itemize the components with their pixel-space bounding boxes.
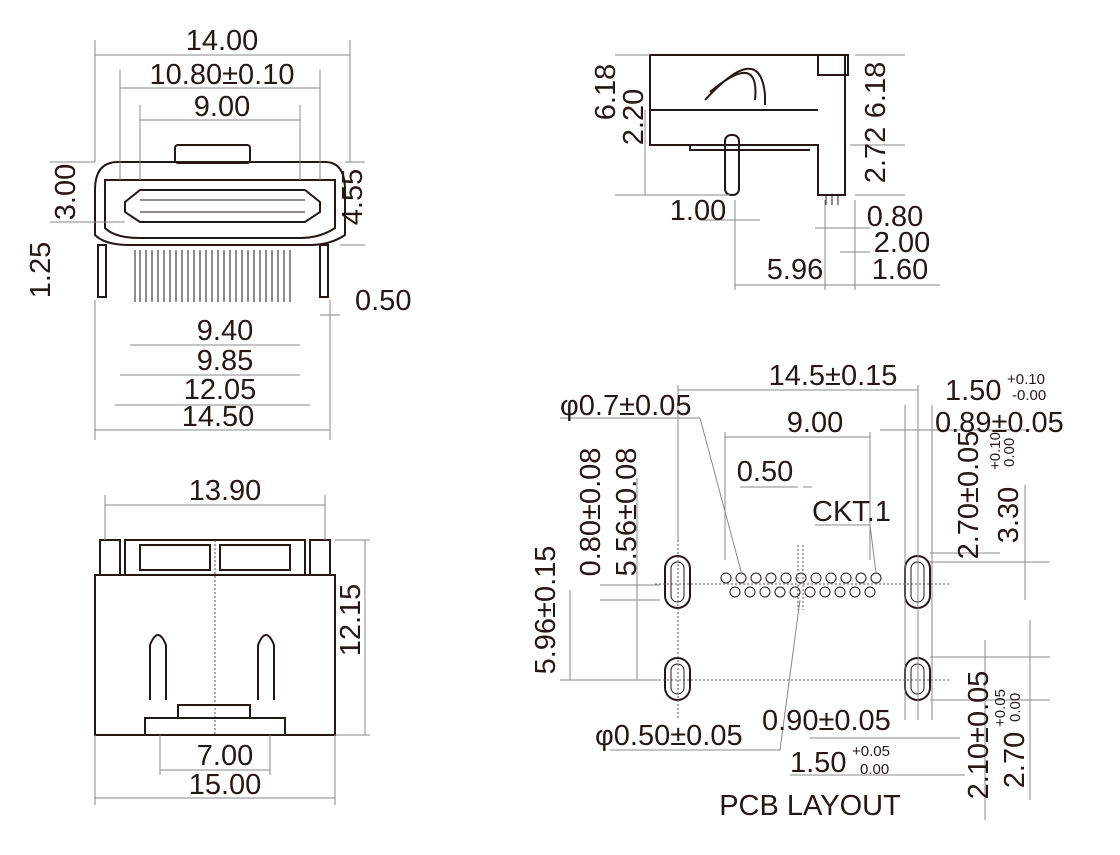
dim-9-00: 9.00 — [194, 91, 250, 123]
dim-2-20: 2.20 — [618, 89, 650, 145]
dim-9-40: 9.40 — [197, 315, 253, 347]
top-view: 13.90 12.15 7.00 15.00 — [94, 475, 370, 805]
dim-2-72: 2.72 — [860, 127, 892, 183]
dim-2-70: 2.70±0.05 — [953, 431, 985, 560]
dim-1-60: 1.60 — [872, 254, 928, 286]
dim-2-00: 2.00 — [874, 227, 930, 259]
front-view: 14.00 10.80±0.10 9.00 3.00 4.55 1.25 0.5… — [25, 25, 411, 440]
dim-2-10: 2.10±0.05 — [963, 671, 995, 800]
pcb-layout-title: PCB LAYOUT — [719, 790, 901, 822]
dim-1-50-tol-minus: -0.00 — [1012, 387, 1046, 404]
dim-1-00: 1.00 — [670, 195, 726, 227]
dim-3-00: 3.00 — [50, 164, 82, 220]
dim-12-05: 12.05 — [184, 374, 257, 406]
side-view: 6.18 2.20 6.18 2.72 1.00 0.80 2.00 5.96 … — [590, 54, 940, 290]
dim-pin-dia: φ0.50±0.05 — [595, 720, 743, 752]
ckt-1-label: CKT.1 — [812, 496, 891, 528]
dim-1-50-b-tol-plus: +0.05 — [852, 743, 890, 760]
dim-9-00-pcb: 9.00 — [787, 407, 843, 439]
dim-0-80-pcb: 0.80±0.08 — [575, 448, 607, 577]
dim-1-50-b-tol-minus: 0.00 — [860, 761, 889, 778]
dim-14-50: 14.50 — [182, 401, 255, 433]
dim-hole-dia: φ0.7±0.05 — [560, 390, 691, 422]
dim-2-70-b-tol-plus: +0.05 — [992, 689, 1009, 727]
pin-hole-row-top — [720, 572, 882, 584]
dim-5-56: 5.56±0.08 — [611, 448, 643, 577]
dim-10-80: 10.80±0.10 — [150, 59, 295, 91]
dim-5-96-pcb: 5.96±0.15 — [530, 546, 562, 675]
dim-14-5: 14.5±0.15 — [769, 360, 898, 392]
dim-13-90: 13.90 — [189, 475, 262, 507]
dim-0-90: 0.90±0.05 — [762, 705, 891, 737]
dim-1-50-tol-plus: +0.10 — [1007, 371, 1045, 388]
dim-1-50: 1.50 — [945, 375, 1001, 407]
pin-hole-row-bottom — [729, 586, 876, 598]
dim-9-85: 9.85 — [197, 345, 253, 377]
dim-2-70-b-tol-minus: 0.00 — [1007, 693, 1024, 722]
pcb-layout: 14.5±0.15 1.50 +0.10 -0.00 φ0.7±0.05 9.0… — [530, 360, 1064, 822]
dim-12-15: 12.15 — [335, 584, 367, 657]
dim-0-50: 0.50 — [355, 285, 411, 317]
dim-15-00: 15.00 — [189, 769, 262, 801]
dim-0-89: 0.89±0.05 — [935, 407, 1064, 439]
dim-1-25: 1.25 — [25, 242, 57, 298]
dim-4-55: 4.55 — [337, 169, 369, 225]
dim-6-18-right: 6.18 — [860, 62, 892, 118]
dim-3-30-tol-minus: 0.00 — [1001, 438, 1018, 467]
dim-7-00: 7.00 — [197, 740, 253, 772]
dim-0-50-pitch: 0.50 — [737, 456, 793, 488]
dim-5-96: 5.96 — [767, 254, 823, 286]
dim-1-50-b: 1.50 — [790, 747, 846, 779]
dim-3-30-tol-plus: +0.10 — [987, 432, 1004, 470]
dim-14-00: 14.00 — [186, 25, 259, 57]
dim-2-70-b: 2.70 — [999, 732, 1031, 788]
dim-3-30: 3.30 — [993, 487, 1025, 543]
dim-6-18-left: 6.18 — [590, 64, 622, 120]
dim-0-80: 0.80 — [867, 201, 923, 233]
